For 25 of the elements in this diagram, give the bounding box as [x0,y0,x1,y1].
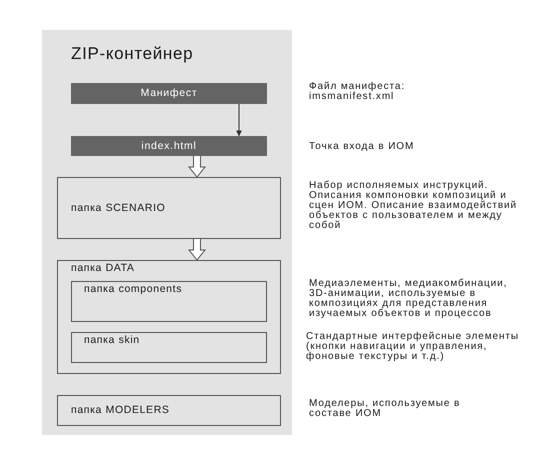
arrow [236,104,242,136]
folder-box [57,395,281,426]
node-label: Манифест [140,88,198,99]
node-label: папка skin [84,335,140,346]
block-arrow [188,156,206,178]
description-text: Набор исполняемых инструкций. Описания компоновки композиций и сцен ИОМ. Описание взаимодействий объектов с пользователем и между собой [309,181,518,231]
description-text: Точка входа в ИОМ [309,142,416,152]
container-title: ZIP-контейнер [71,44,194,63]
folder-box [57,177,281,239]
description-text: Файл манифеста: imsmanifest.xml [309,82,406,102]
folder-box [71,332,267,363]
description-text: Моделеры, используемые в составе ИОМ [309,399,461,419]
folder-box [71,281,267,322]
file-bar [71,136,267,156]
node-label: index.html [141,140,197,152]
description-text: Стандартные интерфейсные элементы (кнопки навигации и управления, фоновые текстуры и т.д.) [306,332,520,362]
node-label: папка MODELERS [71,405,170,416]
description-text: Медиаэлементы, медиакомбинации, 3D-анимации, используемые в композициях для представления изучаемых объектов и процессов [309,279,508,319]
folder-box [57,260,281,374]
node-label: папка SCENARIO [71,202,166,214]
node-label: папка components [84,284,182,294]
container-panel [42,30,292,435]
node-label: папка DATA [71,263,135,274]
block-arrow [188,238,206,261]
file-bar [71,83,267,104]
